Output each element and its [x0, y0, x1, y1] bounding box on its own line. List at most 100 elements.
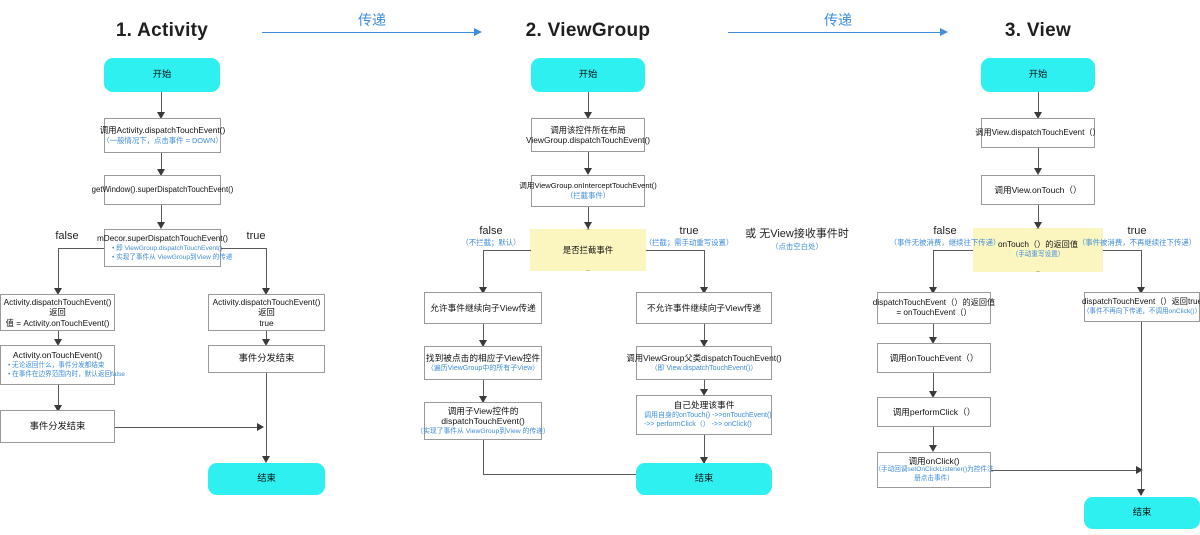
arrowhead-vg-2 — [584, 168, 592, 175]
view-true-subtext: （事件被消费，不再继续往下传递） — [1077, 238, 1197, 247]
view-dispatch-node: 调用View.dispatchTouchEvent（） — [975, 118, 1101, 148]
viewgroup-intercept-node: 调用ViewGroup.onInterceptTouchEvent() （拦截事… — [519, 175, 657, 207]
arrowhead-view-right-1 — [1137, 489, 1145, 496]
viewgroup-intercept-label: 调用ViewGroup.onInterceptTouchEvent() — [519, 181, 657, 191]
arrowhead-vg-true — [700, 287, 708, 294]
viewgroup-false-text: false — [479, 225, 503, 237]
transfer-line-1 — [262, 32, 474, 33]
arrowhead-activity-3 — [157, 222, 165, 229]
viewgroup-noview-note: 或 无View接收事件时 （点击空白处） — [742, 225, 852, 252]
viewgroup-findchild-label: 找到被点击的相应子View控件 — [425, 352, 541, 363]
transfer-label-2: 传递 — [824, 12, 852, 28]
connector-vg-false-v — [483, 250, 484, 292]
viewgroup-childdispatch-node: 调用子View控件的 dispatchTouchEvent() （实现了事件从 … — [416, 402, 550, 440]
view-end-label: 结束 — [1132, 507, 1152, 518]
activity-dispatch-node: 调用Activity.dispatchTouchEvent() （一般情况下，点… — [100, 118, 225, 153]
activity-left-return-node: Activity.dispatchTouchEvent()返回 值 = Acti… — [0, 294, 115, 331]
activity-getwindow-label: getWindow().superDispatchTouchEvent() — [91, 185, 234, 195]
activity-left-return-line1: Activity.dispatchTouchEvent()返回 — [3, 296, 112, 318]
view-start-label: 开始 — [1028, 69, 1048, 80]
transfer-arrowhead-2 — [940, 28, 948, 36]
viewgroup-selfhandle-node: 自己处理该事件 调用自身的onTouch() ->>onTouchEvent()… — [636, 395, 772, 435]
viewgroup-selfhandle-sub-2: ->> performClick（） ->> onClick() — [644, 421, 752, 429]
connector-view-right-1 — [1141, 322, 1142, 495]
connector-activity-false-h — [58, 248, 104, 249]
view-ontouch-node: 调用View.onTouch（） — [981, 175, 1095, 205]
transfer-line-2 — [728, 32, 940, 33]
column-title-activity: 1. Activity — [115, 20, 209, 41]
arrowhead-vg-right-1 — [700, 340, 708, 347]
connector-activity-2 — [161, 153, 162, 174]
view-performclick-label: 调用performClick（） — [892, 406, 976, 417]
connector-vg-true-h — [646, 250, 704, 251]
connector-vg-3 — [588, 207, 589, 229]
activity-start-node: 开始 — [104, 58, 220, 92]
view-branch-false-label: false （事件无被消费，继续往下传递） — [880, 225, 1010, 248]
viewgroup-findchild-sub: （遍历ViewGroup中的所有子View） — [426, 364, 540, 372]
activity-mdecor-sub-2: • 实现了事件从 ViewGroup到View 的传递 — [112, 254, 233, 262]
view-right-return-node: dispatchTouchEvent（）返回true （事件不再向下传递，不调用… — [1082, 292, 1200, 322]
arrowhead-vg-1 — [584, 112, 592, 119]
viewgroup-superdispatch-node: 调用ViewGroup父类dispatchTouchEvent() （即 Vie… — [626, 346, 782, 380]
connector-activity-true-h — [221, 248, 266, 249]
viewgroup-false-subtext: （不拦截；默认） — [461, 238, 521, 247]
viewgroup-end-node: 结束 — [636, 463, 772, 495]
arrowhead-view-2 — [1034, 168, 1042, 175]
activity-branch-true-label: true — [234, 230, 278, 242]
connector-vg-right-1 — [704, 324, 705, 346]
transfer-label-1: 传递 — [358, 12, 386, 28]
viewgroup-start-node: 开始 — [531, 58, 645, 92]
viewgroup-decision-node: 是否拦截事件 — [530, 229, 646, 271]
arrowhead-view-left-join — [1136, 465, 1143, 474]
activity-mdecor-sub-1: • 即 ViewGroup.dispatchTouchEvent() — [112, 244, 223, 252]
connector-activity-1 — [161, 92, 162, 117]
viewgroup-true-subtext: （拦截；需手动重写设置） — [644, 238, 734, 247]
arrowhead-activity-left-join — [257, 422, 264, 431]
connector-view-false-h — [933, 250, 973, 251]
viewgroup-disallow-node: 不允许事件继续向子View传递 — [636, 292, 772, 324]
viewgroup-childdispatch-sub: （实现了事件从 ViewGroup到View 的传递） — [416, 428, 550, 436]
activity-getwindow-node: getWindow().superDispatchTouchEvent() — [92, 175, 233, 205]
activity-left-end-label: 事件分发结束 — [29, 420, 86, 431]
viewgroup-dispatch-line2: ViewGroup.dispatchTouchEvent() — [525, 135, 651, 145]
connector-vg-true-v — [704, 250, 705, 292]
viewgroup-note-text: 或 无View接收事件时 — [745, 228, 849, 240]
connector-view-3 — [1038, 205, 1039, 227]
arrowhead-view-left-3 — [929, 445, 937, 452]
connector-vg-left-2 — [483, 380, 484, 402]
connector-view-true-v — [1141, 250, 1142, 292]
arrowhead-vg-left-1 — [479, 340, 487, 347]
arrowhead-activity-right-1 — [262, 339, 270, 346]
connector-activity-left-1 — [58, 331, 59, 344]
activity-right-return-node: Activity.dispatchTouchEvent()返回 true — [208, 294, 325, 331]
view-left-return-line2: = onTouchEvent（） — [896, 308, 972, 317]
connector-view-false-v — [933, 250, 934, 292]
activity-ontouchevent-sub-2: • 在事件在边界范围内时，默认返回false — [8, 371, 125, 379]
viewgroup-branch-true-label: true （拦截；需手动重写设置） — [630, 225, 748, 248]
view-left-return-node: dispatchTouchEvent（）的返回值 = onTouchEvent（… — [873, 292, 995, 324]
view-decision-label: onTouch（）的返回值 — [997, 240, 1079, 250]
viewgroup-dispatch-line1: 调用该控件所在布局 — [550, 124, 626, 135]
arrowhead-view-false — [929, 287, 937, 294]
connector-vg-left-1 — [483, 324, 484, 346]
arrowhead-activity-left-2 — [54, 405, 62, 412]
connector-vg-2 — [588, 152, 589, 173]
activity-dispatch-label: 调用Activity.dispatchTouchEvent() — [99, 125, 226, 136]
arrowhead-activity-2 — [157, 169, 165, 176]
view-dispatch-label: 调用View.dispatchTouchEvent（） — [975, 127, 1101, 137]
arrowhead-activity-left-1 — [54, 339, 62, 346]
activity-dispatch-sub: （一般情况下，点击事件 = DOWN） — [102, 135, 223, 145]
connector-vg-left-3 — [483, 440, 484, 475]
arrowhead-vg-right-3 — [700, 457, 708, 464]
viewgroup-branch-false-label: false （不拦截；默认） — [443, 225, 539, 248]
activity-ontouchevent-sub-1: • 无论返回什么，事件分发都结束 — [8, 362, 105, 370]
view-end-node: 结束 — [1084, 497, 1200, 529]
arrowhead-activity-right-2 — [262, 456, 270, 463]
viewgroup-true-text: true — [679, 225, 699, 237]
activity-mdecor-label: mDecor.superDispatchTouchEvent() — [96, 233, 229, 243]
connector-view-left-3 — [933, 427, 934, 450]
view-right-return-sub: （事件不再向下传递，不调用onClick()） — [1082, 307, 1200, 315]
view-ontouchevent-node: 调用onTouchEvent（） — [877, 343, 991, 373]
arrowhead-vg-left-2 — [479, 396, 487, 403]
